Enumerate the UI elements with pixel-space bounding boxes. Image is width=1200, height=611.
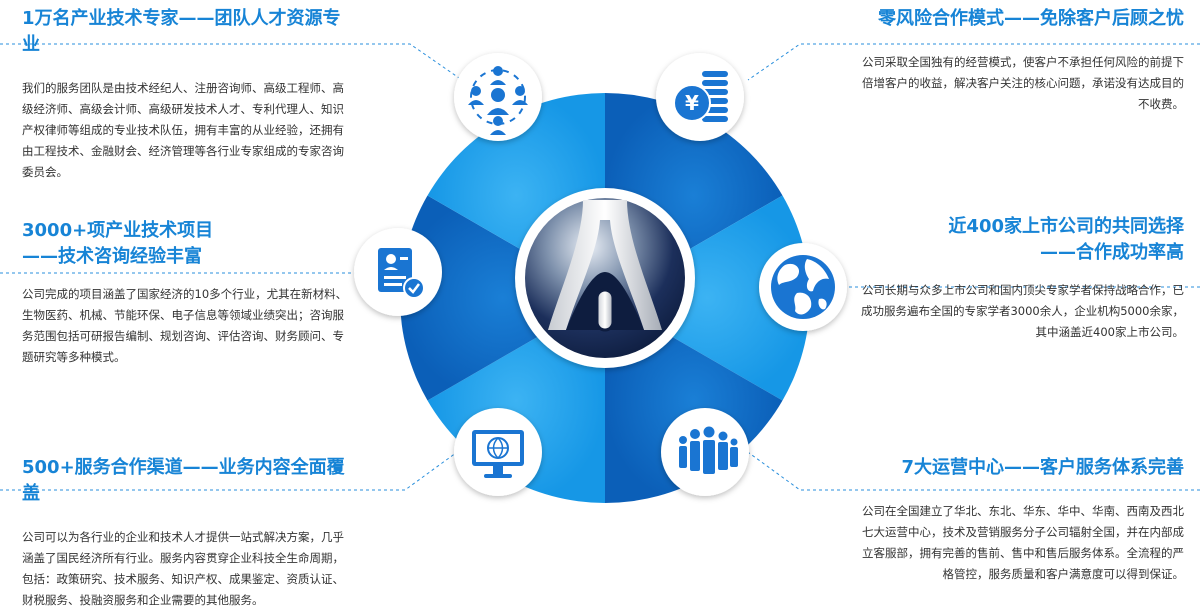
section-title-line2: ——合作成功率高 bbox=[1040, 242, 1184, 263]
section-body: 公司可以为各行业的企业和技术人才提供一站式解决方案，几乎涵盖了国民经济所有行业。… bbox=[22, 530, 344, 607]
section-bottom-right: 7大运营中心——客户服务体系完善 公司在全国建立了华北、东北、华东、华中、华南、… bbox=[854, 455, 1184, 585]
section-body: 我们的服务团队是由技术经纪人、注册咨询师、高级工程师、高级经济师、高级会计师、高… bbox=[22, 81, 344, 179]
service-wheel: ¥ bbox=[0, 43, 1200, 503]
section-title: 1万名产业技术专家——团队人才资源专业 bbox=[22, 8, 341, 55]
svg-text:¥: ¥ bbox=[685, 91, 699, 115]
section-top-left: 1万名产业技术专家——团队人才资源专业 我们的服务团队是由技术经纪人、注册咨询师… bbox=[22, 6, 352, 183]
section-mid-left: 3000+项产业技术项目 ——技术咨询经验丰富 公司完成的项目涵盖了国家经济的1… bbox=[22, 218, 352, 368]
section-top-right: 零风险合作模式——免除客户后顾之忧 公司采取全国独有的经营模式，使客户不承担任何… bbox=[854, 6, 1184, 115]
section-body: 公司长期与众多上市公司和国内顶尖专家学者保持战略合作，已成功服务遍布全国的专家学… bbox=[860, 283, 1184, 339]
section-title: 近400家上市公司的共同选择 ——合作成功率高 bbox=[854, 214, 1184, 266]
section-body: 公司完成的项目涵盖了国家经济的10多个行业，尤其在新材料、生物医药、机械、节能环… bbox=[22, 287, 348, 364]
connector-lines bbox=[0, 43, 1200, 491]
yuan-coins-icon: ¥ bbox=[656, 53, 744, 141]
section-title-line1: 近400家上市公司的共同选择 bbox=[948, 216, 1184, 237]
team-network-icon bbox=[454, 53, 542, 141]
section-body: 公司在全国建立了华北、东北、华东、华中、华南、西南及西北七大运营中心，技术及营销… bbox=[862, 504, 1184, 581]
section-title-line2: ——技术咨询经验丰富 bbox=[22, 246, 202, 267]
section-body: 公司采取全国独有的经营模式，使客户不承担任何风险的前提下倍增客户的收益，解决客户… bbox=[862, 55, 1184, 111]
section-bottom-left: 500+服务合作渠道——业务内容全面覆盖 公司可以为各行业的企业和技术人才提供一… bbox=[22, 455, 352, 611]
section-title: 3000+项产业技术项目 ——技术咨询经验丰富 bbox=[22, 218, 352, 270]
section-title: 500+服务合作渠道——业务内容全面覆盖 bbox=[22, 457, 345, 504]
section-title: 零风险合作模式——免除客户后顾之忧 bbox=[878, 8, 1184, 29]
section-title-line1: 3000+项产业技术项目 bbox=[22, 220, 214, 241]
resume-check-icon bbox=[354, 228, 442, 316]
company-logo bbox=[515, 188, 695, 368]
section-title: 7大运营中心——客户服务体系完善 bbox=[901, 457, 1184, 478]
monitor-globe-icon bbox=[454, 408, 542, 496]
globe-icon bbox=[759, 243, 847, 331]
section-mid-right: 近400家上市公司的共同选择 ——合作成功率高 公司长期与众多上市公司和国内顶尖… bbox=[854, 214, 1184, 343]
people-group-icon bbox=[661, 408, 749, 496]
